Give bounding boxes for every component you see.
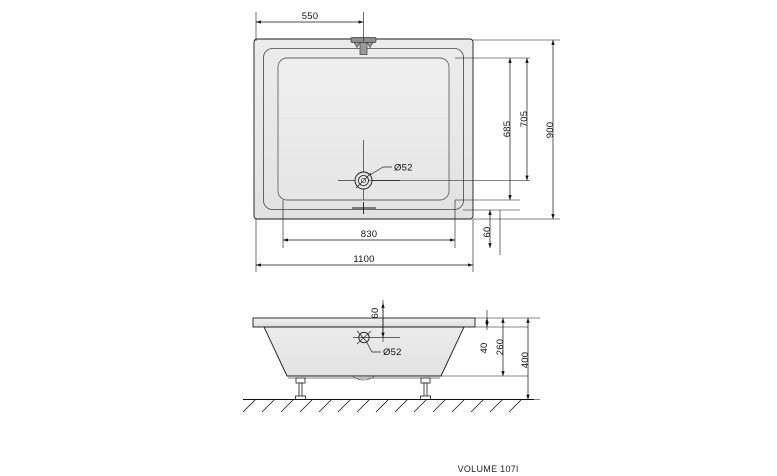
dim-900-group: 900 [545, 40, 556, 219]
dim-705-group: 705 [519, 58, 530, 181]
dim-400-label: 400 [520, 352, 531, 368]
volume-note: VOLUME 107l [458, 464, 519, 474]
dim-60-plan-group: 60 [482, 210, 501, 255]
plan-drain-leader [369, 166, 392, 176]
elev-waste-sump [351, 375, 376, 381]
plan-right-ext-lines [368, 39, 560, 220]
elev-drain-leader [356, 330, 381, 353]
elev-drain-diameter-label: Ø52 [383, 347, 402, 358]
elev-drain-slash [356, 330, 372, 345]
elev-leg-left [295, 377, 306, 400]
elevation-view-group: Ø52 60 40 260 400 [242, 300, 540, 413]
dim-550-group: 550 [255, 11, 364, 41]
dim-685-label: 685 [502, 121, 513, 137]
dim-830-label: 830 [361, 229, 377, 240]
dim-60-elev-label: 60 [370, 308, 381, 319]
elev-floor-hatching [242, 399, 522, 413]
dim-60-elev-group: 60 [370, 300, 385, 342]
leg-right-shaft [423, 382, 428, 398]
plan-drain-diameter-label: Ø52 [394, 163, 413, 174]
plan-bottom-cross-marker [352, 202, 376, 214]
dim-60-plan-label: 60 [482, 227, 493, 238]
leg-right-bracket [420, 377, 431, 384]
dim-830-group: 830 [282, 200, 456, 248]
dim-260-label: 260 [495, 339, 506, 355]
leg-left-bracket [295, 377, 306, 384]
dim-550-label: 550 [302, 11, 318, 22]
leg-left-shaft [298, 382, 303, 398]
plan-drain-cross-slash [355, 172, 372, 189]
tap-spout-body [359, 42, 368, 55]
tap-right-lug [366, 42, 374, 49]
plan-view-group: Ø52 550 685 [253, 11, 560, 272]
dim-40-group: 40 [479, 318, 490, 353]
dim-1100-group: 1100 [255, 219, 474, 272]
tap-left-lug [353, 42, 361, 49]
dim-705-label: 705 [519, 111, 530, 127]
dim-400-group: 400 [520, 318, 531, 400]
dim-900-label: 900 [545, 122, 556, 138]
dim-40-label: 40 [479, 343, 490, 354]
elev-rim-slab [252, 317, 476, 328]
plan-drain-group: Ø52 [338, 140, 413, 200]
dim-685-group: 685 [502, 58, 513, 200]
elev-drain-group: Ø52 [353, 330, 402, 358]
dim-260-group: 260 [495, 318, 506, 376]
dim-1100-label: 1100 [353, 254, 374, 265]
